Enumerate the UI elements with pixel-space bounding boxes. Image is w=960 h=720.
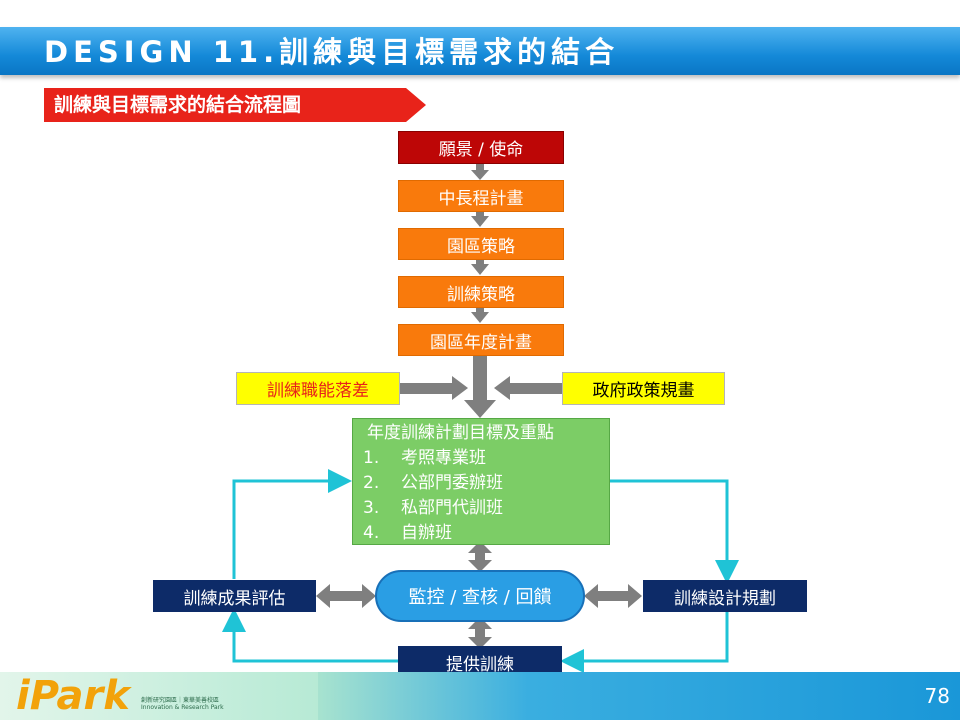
annual-goals-box: 年度訓練計劃目標及重點 1. 考照專業班 2. 公部門委辦班 3. 私部門代訓班 4.… <box>352 418 610 545</box>
training-design-box: 訓練設計規劃 <box>643 580 807 612</box>
double-arrow-green-monitor <box>468 541 492 572</box>
goal-number: 1. <box>363 448 380 468</box>
park-strategy-box: 園區策略 <box>398 228 564 260</box>
long-term-plan-box: 中長程計畫 <box>398 180 564 212</box>
competency-gap-box: 訓練職能落差 <box>236 372 400 405</box>
cycle-line-green-to-design <box>610 479 739 584</box>
page-title: DESIGN 11.訓練與目標需求的結合 <box>44 35 620 69</box>
double-arrow-monitor-design <box>584 584 642 608</box>
arrow-down-1 <box>471 164 489 180</box>
goal-text: 自辦班 <box>401 523 452 543</box>
title-bar <box>0 27 960 75</box>
cycle-lines <box>222 469 739 673</box>
subtitle: 訓練與目標需求的結合流程圖 <box>54 94 302 116</box>
arrow-down-3 <box>471 260 489 275</box>
goal-number: 2. <box>363 473 380 493</box>
cycle-line-design-to-deliver <box>560 612 729 673</box>
goal-text: 公部門委辦班 <box>401 473 503 493</box>
goal-number: 3. <box>363 498 380 518</box>
arrow-down-4 <box>471 308 489 323</box>
arrow-from-gap <box>400 376 468 400</box>
annual-goals-title: 年度訓練計劃目標及重點 <box>367 423 554 443</box>
goal-text: 私部門代訓班 <box>401 498 503 518</box>
footer-logo-area <box>0 672 318 720</box>
cycle-line-deliver-to-eval <box>222 608 398 663</box>
training-strategy-box: 訓練策略 <box>398 276 564 308</box>
cycle-line-eval-to-green <box>232 469 352 579</box>
arrow-down-5 <box>464 356 496 418</box>
training-evaluation-box: 訓練成果評估 <box>153 580 316 612</box>
double-arrow-eval-monitor <box>316 584 376 608</box>
logo-subtext-en: Innovation & Research Park <box>141 704 224 711</box>
goal-item: 4. 自辦班 <box>363 521 609 546</box>
goal-item: 2. 公部門委辦班 <box>363 471 609 496</box>
double-arrow-monitor-deliver <box>468 617 492 649</box>
logo-subtext: 創新研究園區｜東華美善校區 Innovation & Research Park <box>141 697 224 711</box>
ipark-logo: iPark <box>16 673 130 719</box>
goal-text: 考照專業班 <box>401 448 486 468</box>
annual-plan-box: 園區年度計畫 <box>398 324 564 356</box>
logo-subtext-zh: 創新研究園區｜東華美善校區 <box>141 697 220 704</box>
monitor-review-feedback-node: 監控 / 查核 / 回饋 <box>375 570 585 622</box>
subtitle-tag <box>44 88 426 122</box>
goal-item: 1. 考照專業班 <box>363 446 609 471</box>
goal-item: 3. 私部門代訓班 <box>363 496 609 521</box>
page-number: 78 <box>924 684 950 708</box>
goal-number: 4. <box>363 523 380 543</box>
down-arrows <box>316 164 642 649</box>
arrow-from-policy <box>494 376 562 400</box>
government-policy-box: 政府政策規畫 <box>562 372 725 405</box>
arrow-down-2 <box>471 212 489 227</box>
vision-mission-box: 願景 / 使命 <box>398 131 564 164</box>
